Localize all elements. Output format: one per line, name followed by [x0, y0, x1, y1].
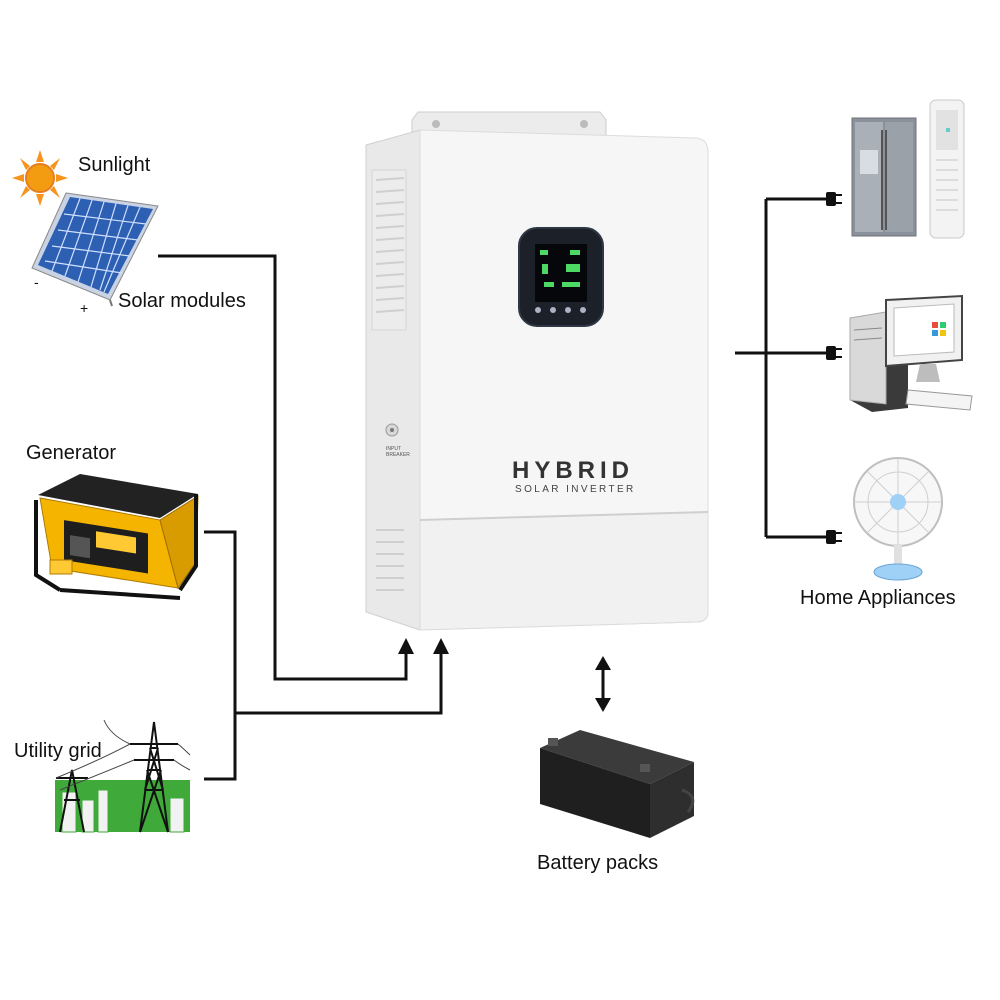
fan-icon: [853, 457, 943, 581]
label-battery-packs: Battery packs: [537, 852, 659, 874]
battery-icon: [540, 730, 695, 838]
inverter-unit: [365, 111, 709, 631]
label-solar-modules: Solar modules: [118, 290, 246, 312]
label-utility-grid: Utility grid: [14, 740, 102, 762]
refrigerator-icon: [851, 117, 917, 237]
air-conditioner-icon: [929, 99, 965, 239]
wires: [158, 197, 835, 781]
label-plus: +: [80, 300, 89, 316]
computer-icon: [849, 294, 973, 412]
generator-icon: [34, 474, 199, 600]
label-generator: Generator: [26, 442, 117, 464]
inverter-title: HYBRID: [512, 457, 635, 484]
sun-icon: [12, 150, 68, 206]
inverter-subtitle: SOLAR INVERTER: [515, 484, 636, 495]
label-home-appliances: Home Appliances: [800, 587, 956, 609]
input-arrows: [398, 638, 611, 712]
input-breaker-label: INPUT BREAKER: [386, 446, 410, 458]
plug-icon: [826, 192, 842, 544]
solar-panel-icon: [31, 192, 159, 307]
label-minus: -: [34, 274, 39, 290]
power-tower-icon: [55, 719, 191, 833]
label-sunlight: Sunlight: [78, 154, 151, 176]
